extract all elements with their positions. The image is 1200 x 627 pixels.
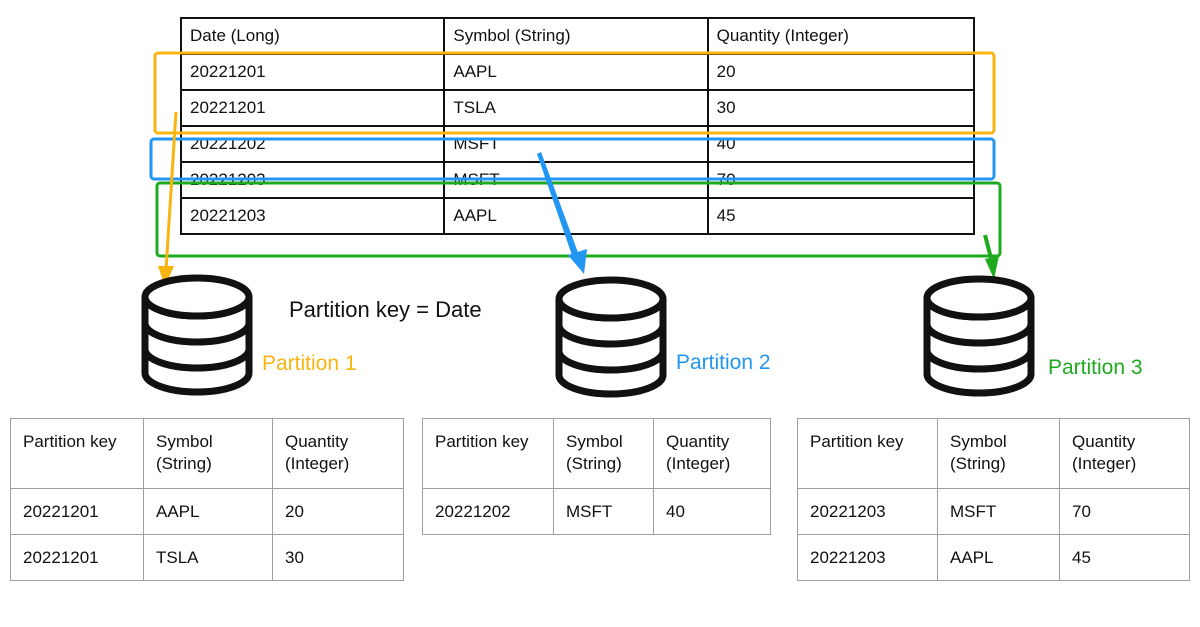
group-box-partition-3	[155, 181, 1002, 258]
table-cell: 20221202	[422, 488, 554, 535]
table-cell: 20221203	[179, 197, 446, 235]
table-row: 20221203 MSFT 70	[797, 488, 1190, 535]
database-icon	[559, 280, 663, 394]
table-cell: 30	[706, 89, 976, 127]
table-cell: TSLA	[443, 89, 709, 127]
diagram-title: Partition key = Date	[289, 297, 482, 322]
column-header: Symbol (String)	[553, 418, 654, 489]
table-cell: 20221203	[797, 534, 938, 581]
table-row: 20221201 AAPL 20	[10, 488, 404, 535]
column-header: Symbol (String)	[443, 17, 709, 55]
column-header: Quantity (Integer)	[1059, 418, 1190, 489]
table-cell: AAPL	[443, 197, 709, 235]
table-cell: 45	[706, 197, 976, 235]
table-cell: 40	[653, 488, 771, 535]
partition-label-1: Partition 1	[262, 352, 357, 375]
table-row: 20221202 MSFT 40	[422, 488, 771, 535]
partition-table-2: Partition key Symbol (String) Quantity (…	[422, 418, 771, 535]
column-header: Quantity (Integer)	[653, 418, 771, 489]
arrow-partition-3	[983, 234, 999, 279]
table-cell: AAPL	[443, 53, 709, 91]
database-icon	[927, 279, 1031, 393]
column-header: Symbol (String)	[143, 418, 273, 489]
table-cell: 20221201	[179, 53, 446, 91]
table-cell: 70	[1059, 488, 1190, 535]
column-header: Partition key	[797, 418, 938, 489]
partition-table-3: Partition key Symbol (String) Quantity (…	[797, 418, 1190, 581]
table-row: 20221202 MSFT 40	[179, 125, 976, 163]
table-header-row: Partition key Symbol (String) Quantity (…	[797, 418, 1190, 489]
column-header: Date (Long)	[179, 17, 446, 55]
table-row: 20221201 TSLA 30	[10, 534, 404, 581]
table-cell: 20	[272, 488, 404, 535]
column-header: Partition key	[422, 418, 554, 489]
arrow-partition-1	[158, 111, 178, 287]
partition-table-1: Partition key Symbol (String) Quantity (…	[10, 418, 404, 581]
table-cell: 30	[272, 534, 404, 581]
table-cell: MSFT	[937, 488, 1060, 535]
table-cell: 20221202	[179, 125, 446, 163]
column-header: Quantity (Integer)	[272, 418, 404, 489]
table-cell: 20	[706, 53, 976, 91]
column-header: Partition key	[10, 418, 144, 489]
table-row: 20221203 AAPL 45	[797, 534, 1190, 581]
source-table: Date (Long) Symbol (String) Quantity (In…	[179, 17, 976, 235]
table-cell: MSFT	[553, 488, 654, 535]
column-header: Symbol (String)	[937, 418, 1060, 489]
table-row: 20221201 AAPL 20	[179, 53, 976, 91]
group-box-partition-2	[149, 137, 996, 181]
table-cell: AAPL	[143, 488, 273, 535]
table-row: 20221203 AAPL 45	[179, 197, 976, 235]
table-cell: AAPL	[937, 534, 1060, 581]
table-cell: TSLA	[143, 534, 273, 581]
table-row: 20221201 TSLA 30	[179, 89, 976, 127]
arrow-partition-2	[537, 152, 587, 274]
table-cell: 20221201	[10, 488, 144, 535]
table-cell: 20221201	[179, 89, 446, 127]
group-box-partition-1	[153, 51, 996, 135]
partition-label-2: Partition 2	[676, 351, 771, 374]
table-cell: 40	[706, 125, 976, 163]
table-cell: 20221201	[10, 534, 144, 581]
table-header-row: Partition key Symbol (String) Quantity (…	[422, 418, 771, 489]
partition-label-3: Partition 3	[1048, 356, 1143, 379]
table-header-row: Partition key Symbol (String) Quantity (…	[10, 418, 404, 489]
database-icon	[145, 278, 249, 392]
table-cell: 20221203	[797, 488, 938, 535]
table-cell: 45	[1059, 534, 1190, 581]
